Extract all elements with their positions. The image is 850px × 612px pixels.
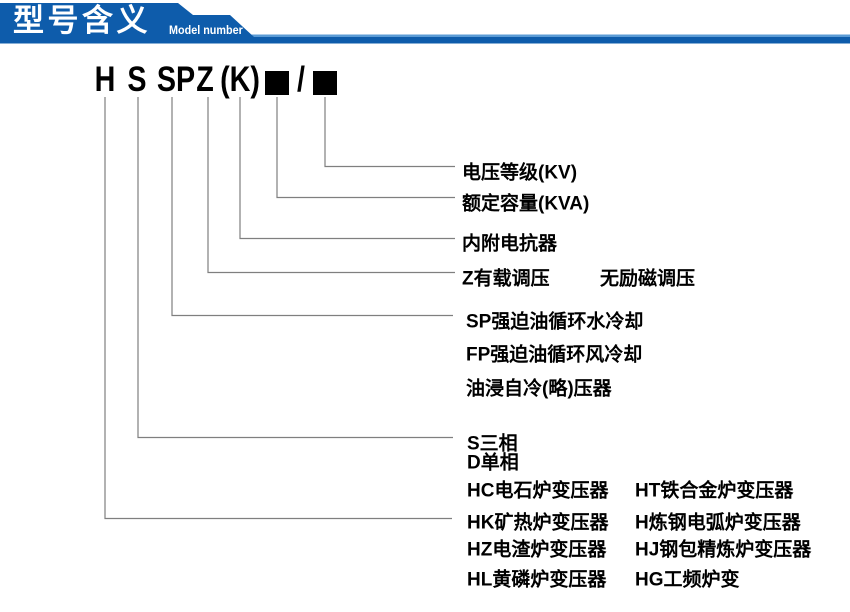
- label-hl: HL黄磷炉变压器: [467, 569, 607, 591]
- label-hk: HK矿热炉变压器: [467, 512, 609, 534]
- placeholder-square-icon: [313, 71, 337, 95]
- label-hz: HZ电渣炉变压器: [467, 539, 607, 561]
- header-strip-dark: [0, 3, 850, 44]
- page-title: 型号含义: [13, 3, 151, 38]
- label-capacity: 额定容量(KVA): [462, 193, 590, 215]
- label-cooling-fp: FP强迫油循环风冷却: [466, 344, 643, 366]
- label-hj: HJ钢包精炼炉变压器: [635, 539, 812, 561]
- label-hg: HG工频炉变: [635, 569, 740, 591]
- connector-phase: [137, 97, 453, 439]
- connector-capacity: [276, 97, 455, 199]
- code-slash: /: [297, 60, 305, 99]
- label-reactor: 内附电抗器: [462, 233, 558, 255]
- code-letter-s: S: [127, 60, 147, 99]
- connector-furnace-type: [104, 97, 452, 520]
- label-cooling-sp: SP强迫油循环水冷却: [466, 311, 644, 333]
- connector-regulation: [207, 97, 455, 274]
- label-onload-regulation: Z有载调压: [462, 268, 550, 290]
- label-h: H炼钢电弧炉变压器: [635, 512, 801, 534]
- code-letter-z: Z: [196, 60, 214, 99]
- connector-voltage: [324, 97, 455, 168]
- page-subtitle: Model number: [169, 23, 243, 37]
- label-three-phase: S三相: [467, 433, 518, 455]
- label-cooling-oil: 油浸自冷(略)压器: [466, 378, 612, 400]
- connector-cooling: [171, 97, 453, 317]
- header-banner: [0, 3, 850, 44]
- code-letter-h: H: [94, 60, 116, 99]
- placeholder-square-icon: [265, 71, 289, 95]
- label-single-phase: D单相: [467, 452, 519, 474]
- code-letter-sp: SP: [156, 60, 196, 99]
- label-offload-regulation: 无励磁调压: [600, 268, 696, 290]
- label-voltage: 电压等级(KV): [462, 162, 578, 184]
- code-letter-k: (K): [220, 60, 260, 99]
- connector-reactor: [239, 97, 455, 240]
- label-ht: HT铁合金炉变压器: [635, 480, 794, 502]
- label-hc: HC电石炉变压器: [467, 480, 609, 502]
